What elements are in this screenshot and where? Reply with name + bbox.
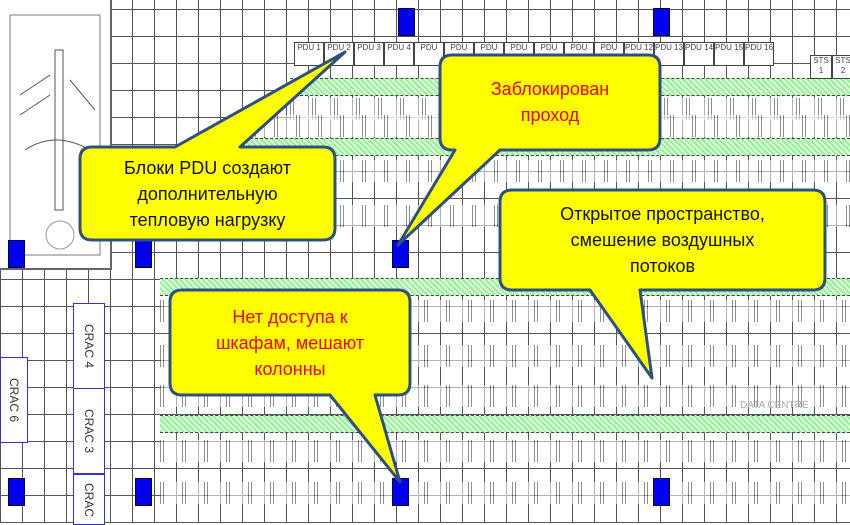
callout-no-access [168, 288, 412, 484]
pdu-unit: PDU 15 [714, 42, 744, 66]
pdu-unit: PDU 4 [384, 42, 414, 66]
pdu-unit: PDU 16 [744, 42, 774, 66]
callout-open-space-text: Открытое пространство, смешение воздушных… [500, 190, 825, 290]
callout-pdu-heat-text: Блоки PDU создают дополнительную тепловую … [80, 147, 335, 240]
sts-unit: STS 2 [832, 55, 850, 79]
cold-aisle-tiles [160, 415, 850, 433]
building-column [653, 478, 670, 506]
pdu-unit: PDU 14 [684, 42, 714, 66]
callout-line: проход [520, 105, 580, 125]
callout-line: Нет доступа к [232, 306, 348, 327]
building-column [8, 240, 25, 268]
callout-line: тепловую нагрузку [129, 209, 286, 230]
building-column [8, 478, 25, 506]
callout-open-space [498, 188, 827, 380]
sts-unit: STS 1 [810, 55, 832, 79]
crac-6: CRAC 6 [0, 357, 28, 443]
pdu-unit: PDU [414, 42, 444, 66]
callout-line: смешение воздушных [570, 230, 755, 250]
building-column [135, 478, 152, 506]
callout-no-access-text: Нет доступа к шкафам, мешают колонны [170, 290, 410, 395]
cabinet-row [230, 160, 850, 182]
callout-blocked-text: Заблокирован проход [440, 62, 660, 142]
callout-line: Открытое пространство, [560, 204, 765, 224]
callout-line: колонны [254, 358, 326, 379]
callout-pdu-heat [78, 50, 347, 242]
crac-4: CRAC 4 [73, 303, 105, 389]
callout-line: дополнительную [137, 183, 278, 204]
callout-line: Заблокирован [490, 79, 610, 99]
cabinet-row [160, 482, 850, 504]
building-column [653, 8, 670, 36]
callout-line: потоков [629, 256, 696, 276]
pdu-unit: PDU 3 [354, 42, 384, 66]
building-column [398, 8, 415, 36]
cabinet-row [160, 440, 850, 462]
watermark: DATA CENTRE [740, 400, 809, 411]
callout-line: Блоки PDU создают [124, 157, 291, 178]
callout-line: шкафам, мешают [215, 332, 365, 353]
callout-blocked [396, 53, 662, 247]
pdu-unit: PDU 1 [294, 42, 324, 66]
crac-3: CRAC 3 [73, 388, 105, 474]
